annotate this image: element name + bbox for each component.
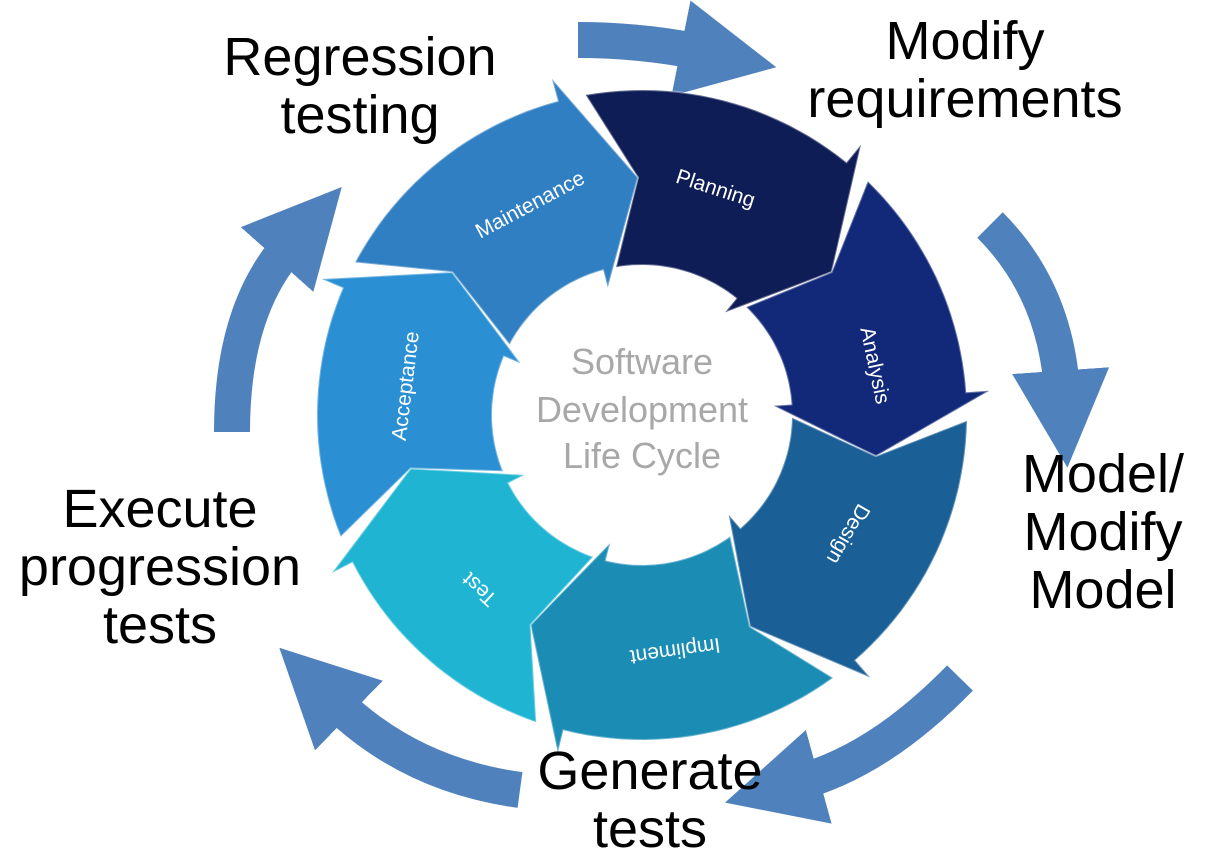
execute-progression-tests-label: Execute progression tests (18, 479, 302, 655)
center-title-line-2: Development (536, 389, 748, 430)
phase-arrow-maintenance (353, 78, 640, 347)
phase-arrow-impliment (529, 534, 835, 753)
outer-arrows (214, 0, 1110, 824)
model-modify-model-label: Model/ Modify Model (1021, 444, 1185, 620)
phase-arrow-design (726, 416, 969, 679)
regression-testing-label: Regression testing (223, 27, 497, 145)
arrow-execute-to-regression (214, 186, 342, 433)
center-title-line-1: Software (571, 341, 713, 382)
arrow-modify-to-model (977, 212, 1110, 468)
arrow-generate-to-execute (279, 647, 523, 808)
center-title-line-3: Life Cycle (563, 435, 721, 476)
center-title: Software Development Life Cycle (536, 341, 748, 476)
arrow-model-to-generate (725, 665, 973, 824)
sdlc-ring (315, 78, 990, 753)
phase-arrow-test (331, 467, 595, 724)
modify-requirements-label: Modify requirements (807, 11, 1123, 129)
arrow-regression-to-modify (577, 0, 777, 96)
generate-tests-label: Generate tests (537, 741, 763, 859)
phase-arrow-acceptance (315, 271, 524, 539)
phase-arrow-planning (583, 88, 862, 315)
phase-arrow-analysis (744, 179, 990, 458)
